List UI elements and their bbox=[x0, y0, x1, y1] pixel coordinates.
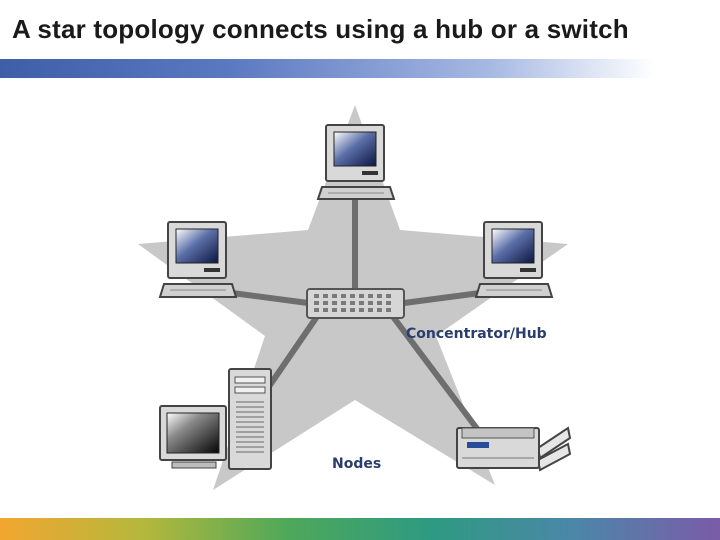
slide-title: A star topology connects using a hub or … bbox=[12, 14, 629, 44]
cable-tower bbox=[267, 315, 319, 388]
computer-top-icon bbox=[316, 124, 396, 200]
workstation-tower-icon bbox=[159, 368, 272, 470]
cable-left bbox=[229, 290, 311, 306]
title-gradient-bar bbox=[0, 59, 655, 78]
computer-right-icon bbox=[474, 221, 554, 298]
hub-label: Concentrator/Hub bbox=[406, 326, 547, 342]
footer-gradient-bar bbox=[0, 518, 720, 540]
cable-right bbox=[401, 290, 483, 306]
computer-left-icon bbox=[158, 221, 238, 298]
printer-icon bbox=[456, 426, 572, 472]
nodes-label: Nodes bbox=[332, 456, 381, 472]
cable-printer bbox=[391, 315, 481, 433]
hub-device bbox=[306, 288, 405, 319]
network-cables bbox=[229, 195, 483, 433]
